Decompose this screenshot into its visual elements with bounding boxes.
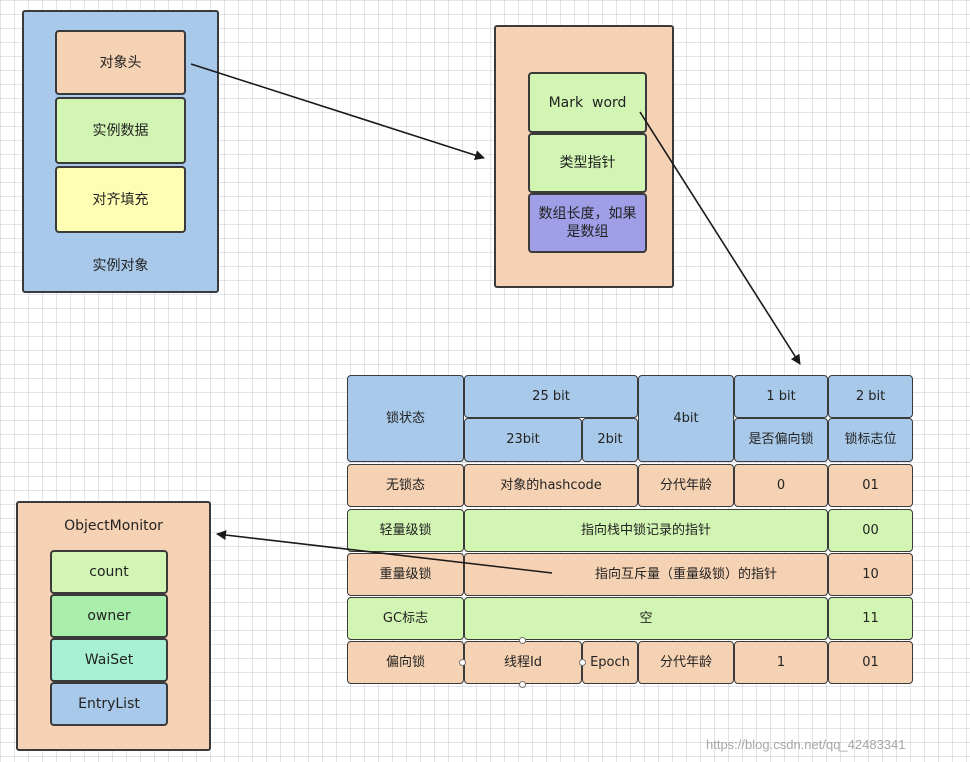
row-biased-age: 分代年龄 — [638, 641, 734, 684]
selection-handle-top — [519, 637, 526, 644]
row-unlocked-biased: 0 — [734, 464, 828, 507]
monitor-item-waitset: WaiSet — [50, 638, 168, 682]
instance-data-label: 实例数据 — [92, 122, 149, 139]
row-lightweight-content: 指向栈中锁记录的指针 — [464, 509, 828, 552]
header-lock-state: 锁状态 — [347, 375, 464, 462]
header-1bit: 1 bit — [734, 375, 828, 418]
instance-object-caption: 实例对象 — [92, 258, 149, 274]
array-length-box: 数组长度，如果是数组 — [528, 193, 647, 253]
selection-handle-right — [579, 659, 586, 666]
row-biased-flag: 01 — [828, 641, 913, 684]
header-biased-flag: 是否偏向锁 — [734, 418, 828, 462]
header-4bit: 4bit — [638, 375, 734, 462]
padding-label: 对齐填充 — [92, 191, 149, 208]
header-25bit: 25 bit — [464, 375, 638, 418]
type-pointer-box: 类型指针 — [528, 133, 647, 193]
row-unlocked-state: 无锁态 — [347, 464, 464, 507]
padding-box: 对齐填充 — [55, 166, 186, 233]
selection-handle-bottom — [519, 681, 526, 688]
arrow-header-to-detail — [190, 63, 485, 161]
row-lightweight-state: 轻量级锁 — [347, 509, 464, 552]
monitor-item-entrylist: EntryList — [50, 682, 168, 726]
header-2bit-epoch: 2bit — [582, 418, 638, 462]
mark-word-box: Mark word — [528, 72, 647, 133]
row-heavyweight-state: 重量级锁 — [347, 553, 464, 596]
row-gc-content: 空 — [464, 597, 828, 640]
row-unlocked-hashcode: 对象的hashcode — [464, 464, 638, 507]
object-monitor-title: ObjectMonitor — [64, 518, 163, 534]
row-biased-thread-id: 线程Id — [464, 641, 582, 684]
row-biased-state: 偏向锁 — [347, 641, 464, 684]
monitor-item-owner: owner — [50, 594, 168, 638]
row-biased-biased: 1 — [734, 641, 828, 684]
object-header-box: 对象头 — [55, 30, 186, 95]
row-unlocked-flag: 01 — [828, 464, 913, 507]
monitor-item-count: count — [50, 550, 168, 594]
row-heavyweight-content: 指向互斥量（重量级锁）的指针 — [464, 553, 828, 596]
header-23bit: 23bit — [464, 418, 582, 462]
mark-word-label: Mark word — [548, 94, 627, 111]
header-2bit-flag: 2 bit — [828, 375, 913, 418]
row-lightweight-flag: 00 — [828, 509, 913, 552]
row-gc-state: GC标志 — [347, 597, 464, 640]
row-unlocked-age: 分代年龄 — [638, 464, 734, 507]
watermark-text: https://blog.csdn.net/qq_42483341 — [706, 737, 906, 752]
array-length-label: 数组长度，如果是数组 — [538, 206, 637, 240]
object-header-label: 对象头 — [99, 54, 142, 71]
row-biased-epoch: Epoch — [582, 641, 638, 684]
header-lock-flag: 锁标志位 — [828, 418, 913, 462]
type-pointer-label: 类型指针 — [559, 155, 616, 171]
row-heavyweight-flag: 10 — [828, 553, 913, 596]
selection-handle-left — [459, 659, 466, 666]
instance-data-box: 实例数据 — [55, 97, 186, 164]
row-gc-flag: 11 — [828, 597, 913, 640]
